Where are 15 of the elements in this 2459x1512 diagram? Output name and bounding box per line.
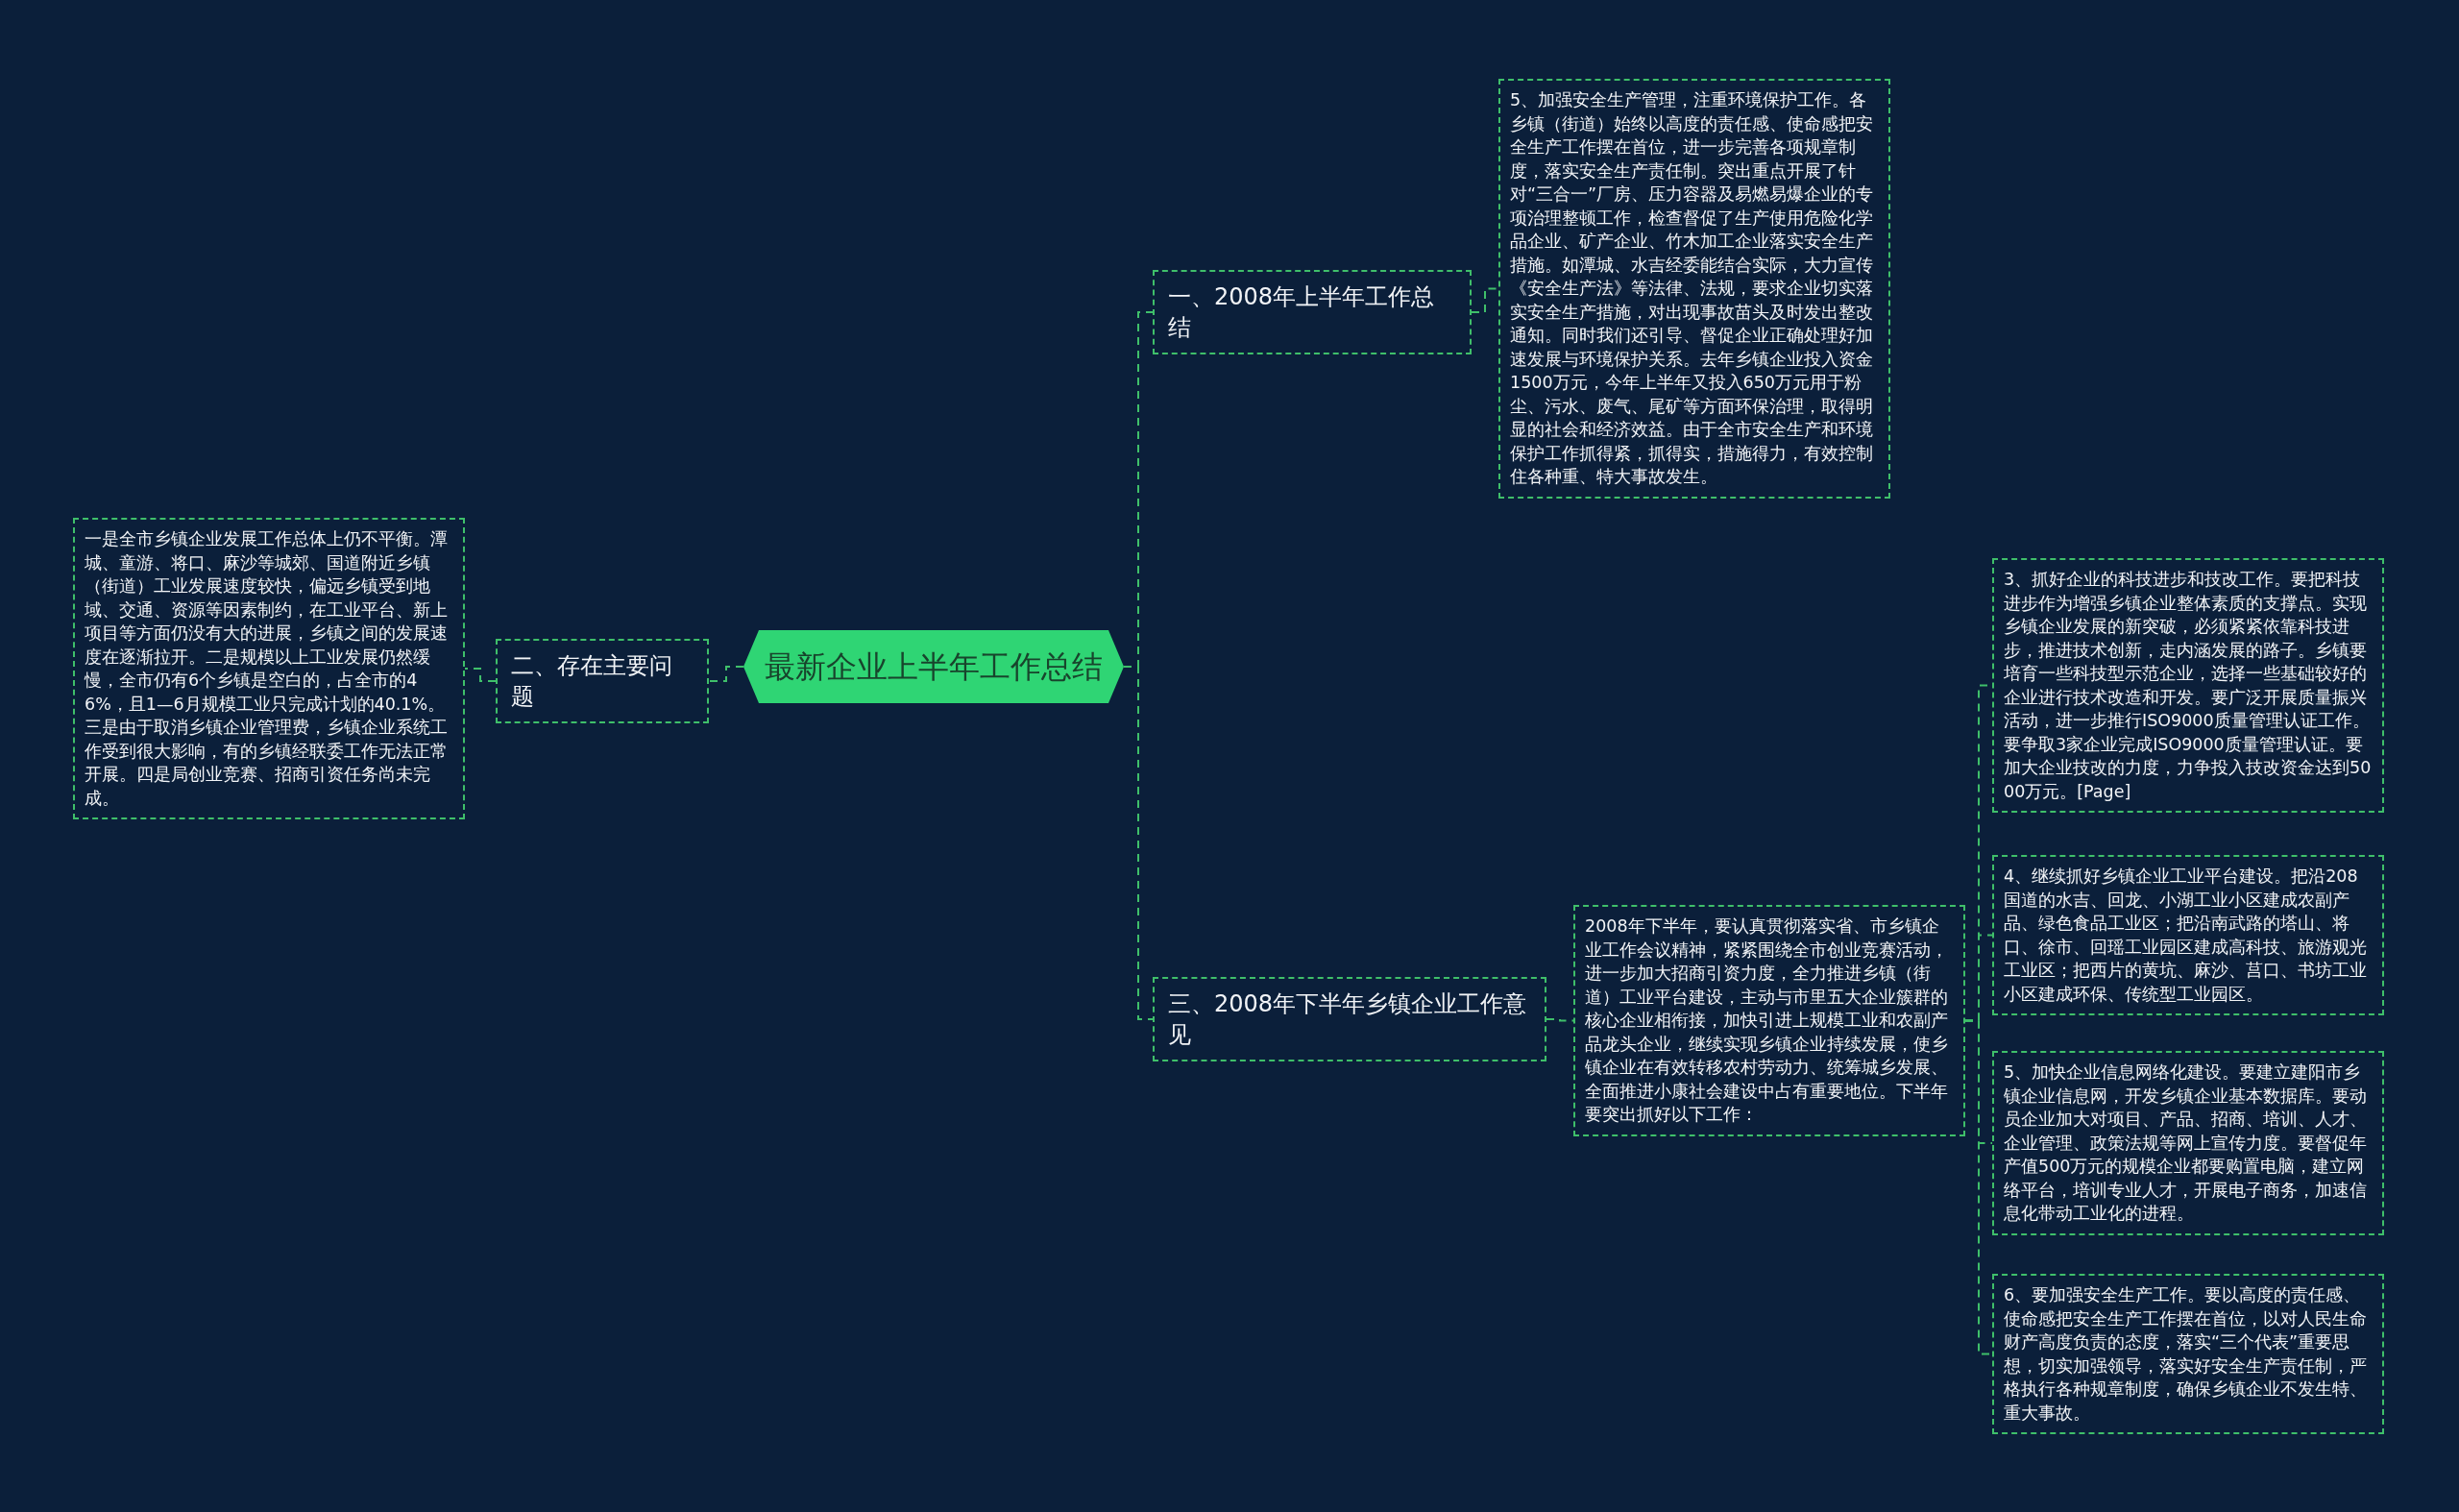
topic-box: 二、存在主要问题: [496, 639, 709, 723]
central-topic: 最新企业上半年工作总结: [743, 630, 1124, 703]
text-box: 3、抓好企业的科技进步和技改工作。要把科技进步作为增强乡镇企业整体素质的支撑点。实现乡镇企业发展的新突破，必须紧紧依靠科技进步，推进技术创新，走内涵发展的路子。乡镇要培育一些科技型示范企业，选择一些基础较好的企业进行技术改造和开发。要广泛开展质量振兴活动，进一步推行ISO9000质量管理认证工作。要争取3家企业完成ISO9000质量管理认证。要加大企业技改的力度，力争投入技改资金达到5000万元。[Page]: [1992, 558, 2384, 813]
topic-box: 三、2008年下半年乡镇企业工作意见: [1153, 977, 1546, 1061]
text-box: 一是全市乡镇企业发展工作总体上仍不平衡。潭城、童游、将口、麻沙等城郊、国道附近乡镇（街道）工业发展速度较快，偏远乡镇受到地域、交通、资源等因素制约，在工业平台、新上项目等方面仍没有大的进展，乡镇之间的发展速度在逐渐拉开。二是规模以上工业发展仍然缓慢，全市仍有6个乡镇是空白的，占全市的46%，且1—6月规模工业只完成计划的40.1%。三是由于取消乡镇企业管理费，乡镇企业系统工作受到很大影响，有的乡镇经联委工作无法正常开展。四是局创业竞赛、招商引资任务尚未完成。: [73, 518, 465, 819]
text-box: 5、加强安全生产管理，注重环境保护工作。各乡镇（街道）始终以高度的责任感、使命感把安全生产工作摆在首位，进一步完善各项规章制度，落实安全生产责任制。突出重点开展了针对“三合一”厂房、压力容器及易燃易爆企业的专项治理整顿工作，检查督促了生产使用危险化学品企业、矿产企业、竹木加工企业落实安全生产措施。如潭城、水吉经委能结合实际，大力宣传《安全生产法》等法律、法规，要求企业切实落实安全生产措施，对出现事故苗头及时发出整改通知。同时我们还引导、督促企业正确处理好加速发展与环境保护关系。去年乡镇企业投入资金1500万元，今年上半年又投入650万元用于粉尘、污水、废气、尾矿等方面环保治理，取得明显的社会和经济效益。由于全市安全生产和环境保护工作抓得紧，抓得实，措施得力，有效控制住各种重、特大事故发生。: [1498, 79, 1890, 499]
text-box: 5、加快企业信息网络化建设。要建立建阳市乡镇企业信息网，开发乡镇企业基本数据库。要动员企业加大对项目、产品、招商、培训、人才、企业管理、政策法规等网上宣传力度。要督促年产值500万元的规模企业都要购置电脑，建立网络平台，培训专业人才，开展电子商务，加速信息化带动工业化的进程。: [1992, 1051, 2384, 1235]
connector-line: [464, 668, 497, 682]
text-box: 4、继续抓好乡镇企业工业平台建设。把沿208国道的水吉、回龙、小湖工业小区建成农副产品、绿色食品工业区；把沿南武路的塔山、将口、徐市、回瑶工业园区建成高科技、旅游观光工业区；把西片的黄坑、麻沙、莒口、书坊工业小区建成环保、传统型工业园区。: [1992, 855, 2384, 1015]
connector-line: [708, 666, 744, 682]
text-box: 6、要加强安全生产工作。要以高度的责任感、使命感把安全生产工作摆在首位，以对人民生命财产高度负责的态度，落实“三个代表”重要思想，切实加强领导，落实好安全生产责任制，严格执行各种规章制度，确保乡镇企业不发生特、重大事故。: [1992, 1274, 2384, 1434]
text-box: 2008年下半年，要认真贯彻落实省、市乡镇企业工作会议精神，紧紧围绕全市创业竞赛活动，进一步加大招商引资力度，全力推进乡镇（街道）工业平台建设，主动与市里五大企业簇群的核心企业相衔接，加快引进上规模工业和农副产品龙头企业，继续实现乡镇企业持续发展，使乡镇企业在有效转移农村劳动力、统筹城乡发展、全面推进小康社会建设中占有重要地位。下半年要突出抓好以下工作：: [1573, 905, 1965, 1136]
connector-line: [1546, 1018, 1574, 1022]
topic-box: 一、2008年上半年工作总结: [1153, 270, 1472, 354]
connector-line: [1471, 287, 1499, 313]
